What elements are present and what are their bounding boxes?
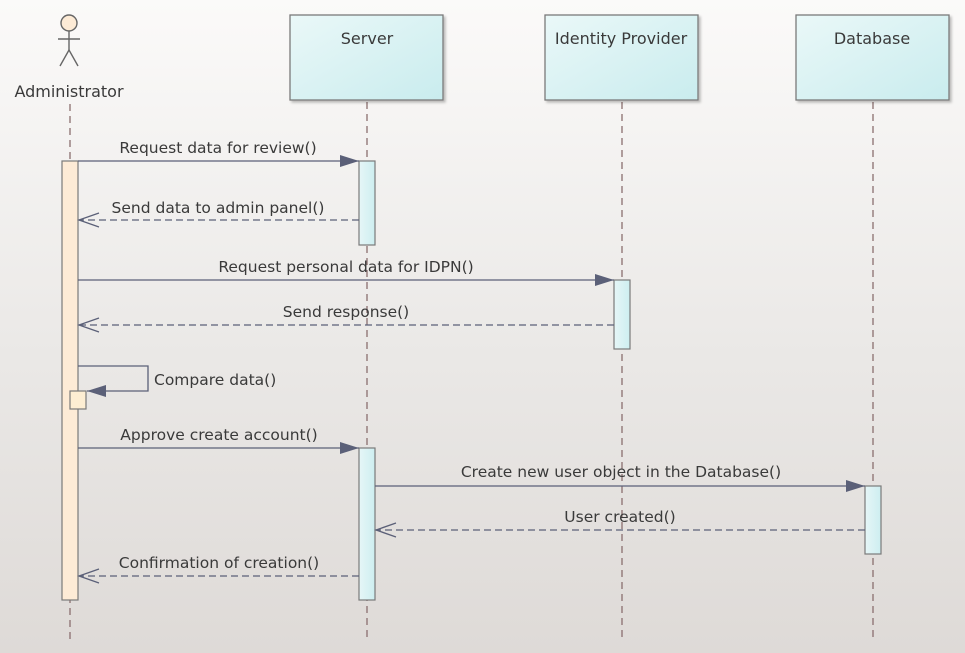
activations: [61, 160, 882, 601]
arrowhead-open-icon: [374, 522, 397, 538]
administrator-activation: [61, 160, 79, 601]
message-label: Request data for review(): [119, 139, 316, 157]
stick-figure-icon: [58, 14, 80, 67]
message-self[interactable]: Compare data(): [78, 365, 276, 397]
message-call[interactable]: Request personal data for IDPN(): [78, 258, 614, 286]
messages: Request data for review() Send data to a…: [77, 139, 865, 584]
message-label: User created(): [564, 508, 675, 526]
administrator-self-activation: [69, 390, 87, 410]
participant-server[interactable]: Server: [289, 14, 444, 101]
arrowhead-filled-icon: [595, 274, 614, 286]
arrowhead-filled-icon: [846, 480, 865, 492]
message-label: Approve create account(): [120, 426, 317, 444]
participant-identity-provider[interactable]: Identity Provider: [544, 14, 699, 101]
participant-database[interactable]: Database: [795, 14, 950, 101]
participant-identity-provider-label: Identity Provider: [555, 29, 688, 48]
identity-provider-activation: [613, 279, 631, 350]
arrowhead-filled-icon: [340, 155, 359, 167]
participant-server-label: Server: [341, 29, 394, 48]
message-return[interactable]: Confirmation of creation(): [77, 554, 359, 584]
arrowhead-open-icon: [77, 317, 100, 333]
database-activation: [864, 485, 882, 555]
arrowhead-open-icon: [77, 212, 100, 228]
message-label: Confirmation of creation(): [119, 554, 319, 572]
arrowhead-filled-icon: [340, 442, 359, 454]
participant-database-label: Database: [834, 29, 910, 48]
actor-label: Administrator: [14, 82, 123, 101]
arrowhead-filled-icon: [87, 385, 106, 397]
arrowhead-open-icon: [77, 568, 100, 584]
server-activation-2: [358, 447, 376, 601]
message-label: Compare data(): [154, 371, 276, 389]
administrator-actor[interactable]: Administrator: [14, 14, 124, 101]
message-call[interactable]: Approve create account(): [78, 426, 359, 454]
message-label: Send response(): [283, 303, 409, 321]
message-return[interactable]: Send response(): [77, 303, 614, 333]
message-label: Send data to admin panel(): [112, 199, 325, 217]
message-label: Request personal data for IDPN(): [218, 258, 473, 276]
server-activation-1: [358, 160, 376, 246]
message-return[interactable]: Send data to admin panel(): [77, 199, 359, 228]
message-call[interactable]: Request data for review(): [78, 139, 359, 167]
message-return[interactable]: User created(): [374, 508, 865, 538]
message-label: Create new user object in the Database(): [461, 463, 781, 481]
message-call[interactable]: Create new user object in the Database(): [375, 463, 865, 492]
